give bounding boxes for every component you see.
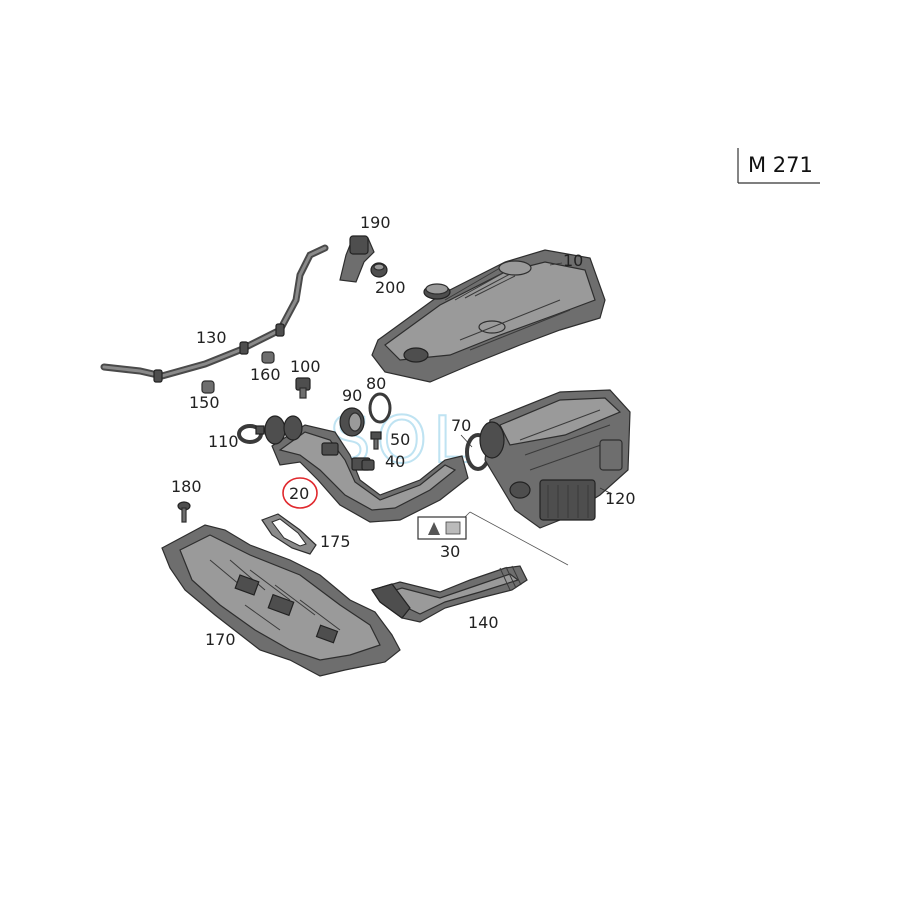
callout-190[interactable]: 190 [360,213,391,232]
label-decal-30[interactable] [417,511,569,566]
highlight-circle-20 [282,477,318,509]
callout-70[interactable]: 70 [451,416,471,435]
callout-40[interactable]: 40 [385,452,405,471]
callout-140[interactable]: 140 [468,613,499,632]
clamp-ring-80[interactable] [368,392,392,424]
air-filter-housing-120[interactable] [479,389,631,529]
leader-lines [460,262,613,495]
callout-175[interactable]: 175 [320,532,351,551]
callout-200[interactable]: 200 [375,278,406,297]
vent-hose-130[interactable] [100,244,329,383]
bolt-50[interactable] [370,431,382,450]
intake-duct-140[interactable] [371,565,528,623]
callout-20[interactable]: 20 [289,484,309,503]
model-code: M 271 [748,153,813,177]
gasket-175[interactable] [261,513,317,555]
callout-170[interactable]: 170 [205,630,236,649]
callout-90[interactable]: 90 [342,386,362,405]
sleeve-160[interactable] [261,351,275,364]
model-label-box: M 271 [737,148,820,184]
callout-180[interactable]: 180 [171,477,202,496]
callout-110[interactable]: 110 [208,432,239,451]
callout-160[interactable]: 160 [250,365,281,384]
callout-130[interactable]: 130 [196,328,227,347]
sleeve-90[interactable] [339,407,365,437]
hose-clamp-110[interactable] [237,424,265,444]
grommet-200[interactable] [370,262,388,278]
callout-80[interactable]: 80 [366,374,386,393]
sleeve-150[interactable] [201,380,215,394]
callout-10[interactable]: 10 [563,251,583,270]
sensor-100[interactable] [295,377,311,399]
callout-120[interactable]: 120 [605,489,636,508]
engine-cover[interactable] [371,249,606,383]
callout-100[interactable]: 100 [290,357,321,376]
under-cover-170[interactable] [161,524,401,677]
bracket-190[interactable] [339,235,375,283]
screw-180[interactable] [177,501,191,523]
callout-50[interactable]: 50 [390,430,410,449]
callout-150[interactable]: 150 [189,393,220,412]
callout-30[interactable]: 30 [440,542,460,561]
callout-labels: 10 20 30 40 50 70 80 90 100 110 120 130 … [171,213,636,649]
clip-40[interactable] [361,459,375,471]
